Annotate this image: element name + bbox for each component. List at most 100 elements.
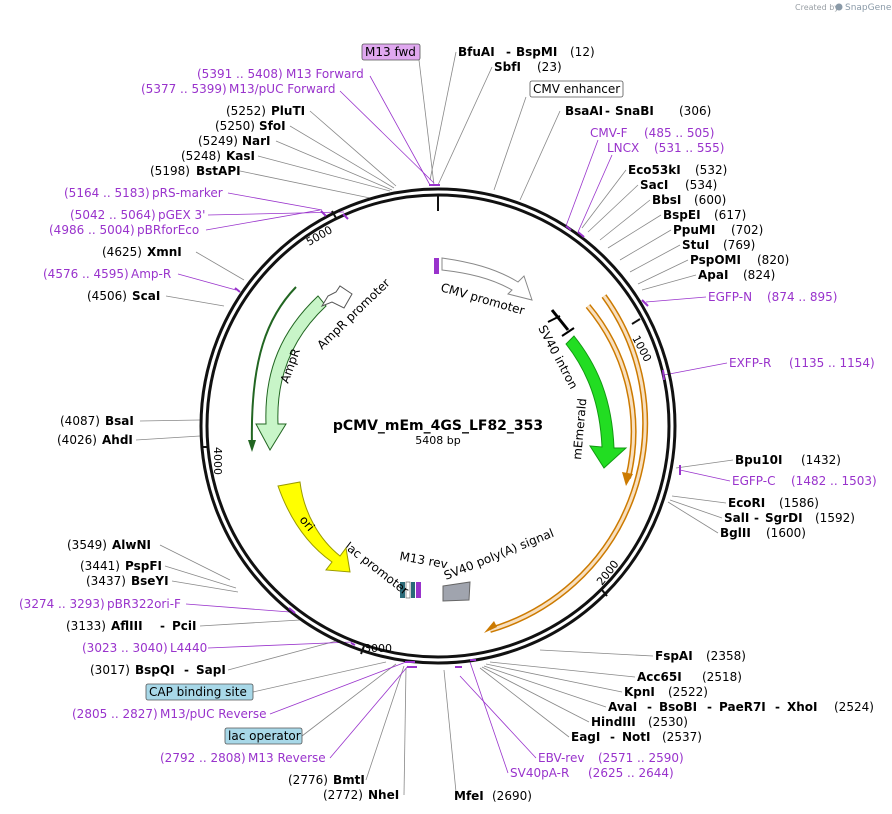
enz-ahdi[interactable]: AhdI	[102, 433, 133, 447]
lac-operator-box[interactable]	[224, 727, 303, 745]
enz-hindiii[interactable]: HindIII	[591, 715, 636, 729]
enz-bsobi[interactable]: BsoBI	[659, 700, 697, 714]
enz-xmni[interactable]: XmnI	[147, 245, 182, 259]
enz-dash: -	[754, 511, 759, 525]
primer-sv40pa-r-range: (2625 .. 2644)	[588, 766, 674, 780]
snapgene-logo-icon	[835, 3, 843, 11]
ori-arrow[interactable]	[277, 481, 351, 573]
enz-bstapi[interactable]: BstAPI	[196, 164, 241, 178]
enz-afliii[interactable]: AflIII	[111, 619, 143, 633]
enz-pcii[interactable]: PciI	[172, 619, 197, 633]
primer-leader-line	[207, 641, 353, 649]
sv40-polya-box[interactable]	[442, 581, 471, 602]
enz-kasi[interactable]: KasI	[226, 149, 255, 163]
enz-bfuai[interactable]: BfuAI	[458, 45, 495, 59]
enz-sapi[interactable]: SapI	[196, 663, 226, 677]
enz-bspmi[interactable]: BspMI	[516, 45, 557, 59]
orf-arc-2[interactable]	[489, 295, 647, 632]
ampr-arrow[interactable]	[255, 295, 327, 452]
enz-saci[interactable]: SacI	[640, 178, 668, 192]
enz-bspei[interactable]: BspEI	[663, 208, 701, 222]
primer-exfp-r[interactable]: EXFP-R	[729, 356, 771, 370]
memerald-label: mEmerald	[570, 398, 589, 461]
enz-bmti[interactable]: BmtI	[333, 773, 365, 787]
enz-nhei[interactable]: NheI	[368, 788, 399, 802]
primer-ampr[interactable]: Amp-R	[131, 267, 171, 281]
enz-noti[interactable]: NotI	[622, 730, 651, 744]
primer-pbr322ori[interactable]: pBR322ori-F	[107, 597, 181, 611]
enz-eagi[interactable]: EagI	[571, 730, 600, 744]
leader-line	[637, 259, 689, 285]
primer-egfp-n[interactable]: EGFP-N	[708, 290, 752, 304]
primer-marks	[234, 184, 681, 668]
primer-egfp-c[interactable]: EGFP-C	[732, 474, 775, 488]
cmv-enhancer-box[interactable]	[529, 80, 624, 98]
enz-sfoi[interactable]: SfoI	[259, 119, 286, 133]
primer-prs-marker[interactable]: pRS-marker	[152, 186, 223, 200]
enz-kpni[interactable]: KpnI	[624, 685, 655, 699]
enz-avai[interactable]: AvaI	[608, 700, 637, 714]
enz-ppumi[interactable]: PpuMI	[673, 223, 715, 237]
primer-m13puc-forward[interactable]: M13/pUC Forward	[229, 82, 336, 96]
lac-operator-label: lac operator	[228, 729, 301, 743]
enz-snabi[interactable]: SnaBI	[615, 104, 654, 118]
primer-pgex3-range: (5042 .. 5064)	[70, 208, 156, 222]
primer-pgex3[interactable]: pGEX 3'	[158, 208, 205, 222]
enz-xhoi[interactable]: XhoI	[787, 700, 818, 714]
primer-m13-forward-range: (5391 .. 5408)	[197, 67, 283, 81]
enz-mfei[interactable]: MfeI	[454, 789, 484, 803]
enz-bspqi[interactable]: BspQI	[135, 663, 175, 677]
enz-sali[interactable]: SalI	[724, 511, 749, 525]
enz-bpu10i[interactable]: Bpu10I	[735, 453, 782, 467]
enz-sbfi[interactable]: SbfI	[494, 60, 521, 74]
watermark-text: Created by	[795, 3, 839, 12]
primer-m13-forward[interactable]: M13 Forward	[286, 67, 364, 81]
memerald-arrow[interactable]	[565, 335, 628, 469]
enz-stui[interactable]: StuI	[682, 238, 709, 252]
primer-pbrforeco[interactable]: pBRforEco	[137, 223, 199, 237]
primer-sv40pa-r[interactable]: SV40pA-R	[510, 766, 569, 780]
cmv-promoter-arrow[interactable]	[441, 257, 533, 301]
enz-ecori[interactable]: EcoRI	[728, 496, 765, 510]
primer-leader-line	[185, 603, 291, 613]
enz-bbsi[interactable]: BbsI	[652, 193, 681, 207]
ampr-promoter-arrow[interactable]	[320, 285, 353, 309]
leader-line	[429, 51, 457, 181]
enz-bsaai[interactable]: BsaAI	[565, 104, 603, 118]
enz-acc65i[interactable]: Acc65I	[637, 670, 682, 684]
enz-paer7i[interactable]: PaeR7I	[719, 700, 766, 714]
enz-nari[interactable]: NarI	[242, 134, 271, 148]
enz-pspomi[interactable]: PspOMI	[690, 253, 741, 267]
enz-apai[interactable]: ApaI	[698, 268, 728, 282]
enz-pos-sbfi: (23)	[537, 60, 562, 74]
enz-pos-saci: (534)	[685, 178, 717, 192]
enz-eco53ki[interactable]: Eco53kI	[628, 163, 681, 177]
leader-line	[479, 667, 570, 738]
primer-l4440[interactable]: L4440	[170, 641, 207, 655]
leader-line	[671, 495, 727, 504]
enz-pos-ppumi: (702)	[731, 223, 763, 237]
enz-bsai[interactable]: BsaI	[105, 414, 134, 428]
primer-m13-reverse[interactable]: M13 Reverse	[248, 751, 326, 765]
enz-pos-pspomi: (820)	[757, 253, 789, 267]
m13fwd-box[interactable]	[361, 43, 421, 61]
watermark-brand: SnapGene	[845, 3, 892, 13]
enz-bglii[interactable]: BglII	[720, 526, 751, 540]
primer-lncx[interactable]: LNCX	[607, 141, 639, 155]
primer-ebv-rev[interactable]: EBV-rev	[538, 751, 584, 765]
leader-line	[437, 66, 493, 186]
enz-pluti[interactable]: PluTI	[271, 104, 305, 118]
enz-dash: -	[184, 663, 189, 677]
enz-scai[interactable]: ScaI	[132, 289, 160, 303]
primer-cmv-f[interactable]: CMV-F	[590, 126, 628, 140]
enz-sgrdi[interactable]: SgrDI	[765, 511, 803, 525]
enz-pspfi[interactable]: PspFI	[125, 559, 162, 573]
primer-leader-line	[205, 209, 321, 231]
leader-line	[403, 667, 407, 796]
primer-m13puc-reverse[interactable]: M13/pUC Reverse	[160, 707, 267, 721]
enz-fspai[interactable]: FspAI	[655, 649, 693, 663]
enz-bseyi[interactable]: BseYI	[131, 574, 169, 588]
cap-binding-site-box[interactable]	[145, 683, 254, 701]
orf-arc-1[interactable]	[586, 305, 636, 479]
enz-alwni[interactable]: AlwNI	[112, 538, 151, 552]
